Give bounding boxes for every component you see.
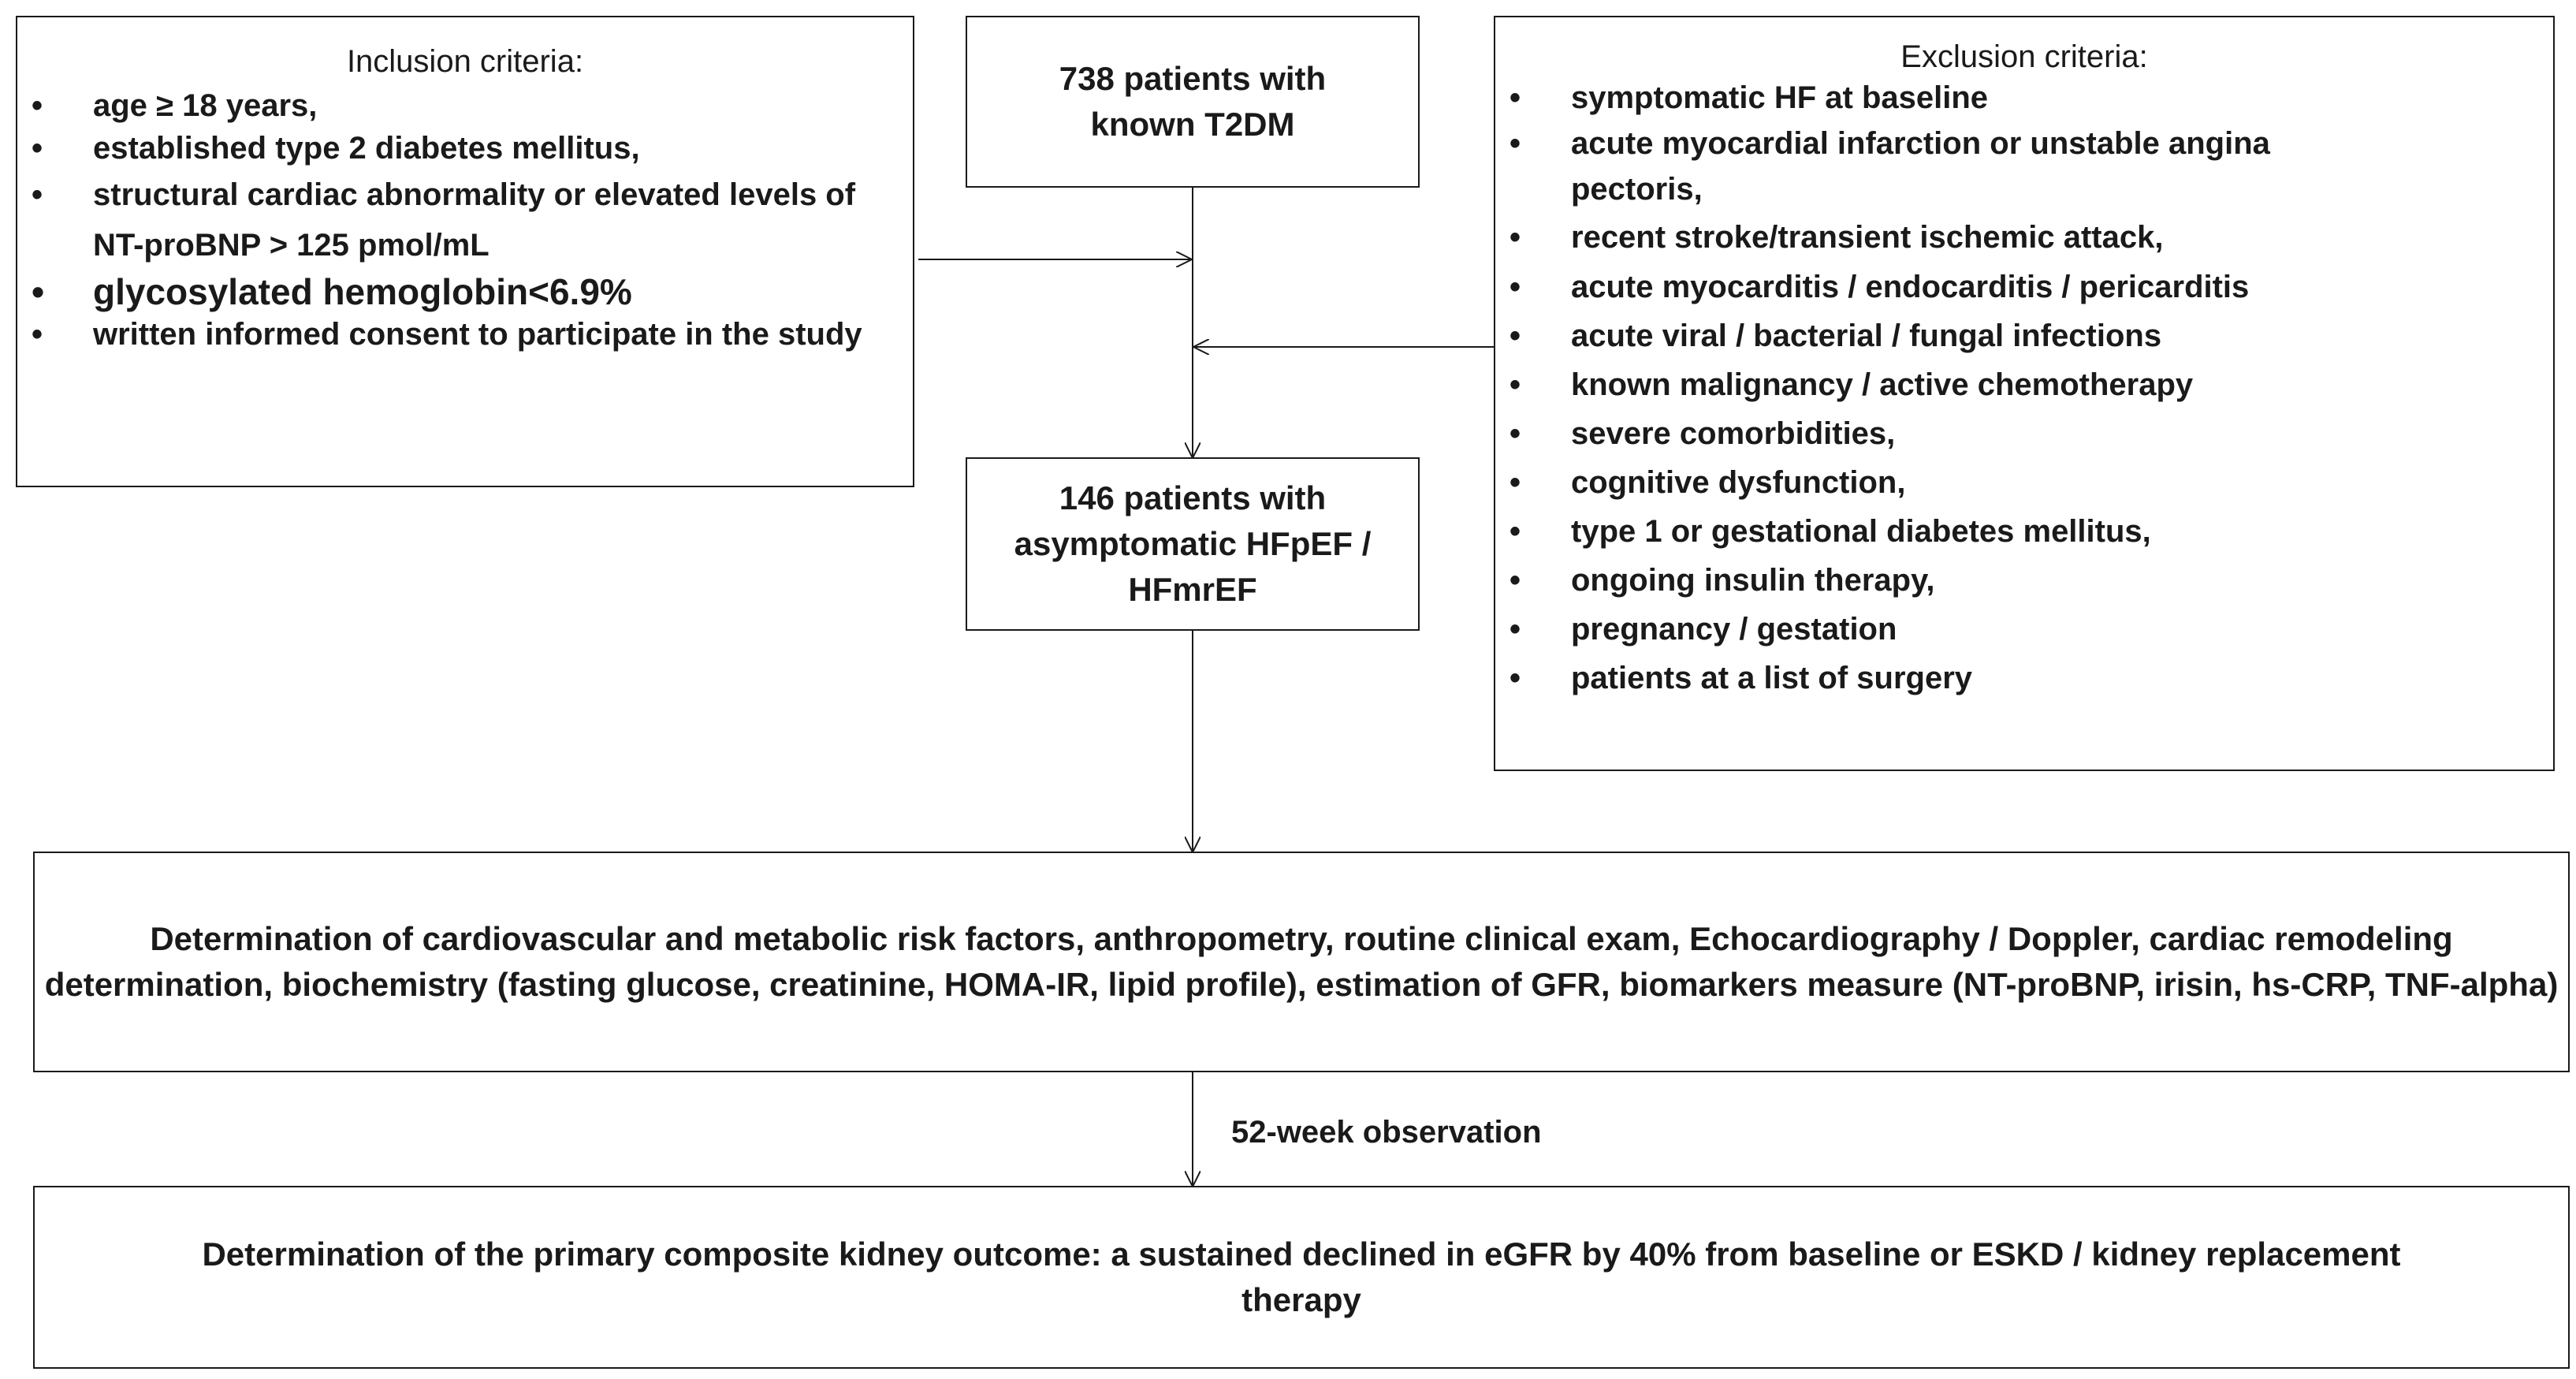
inclusion-item: •glycosylated hemoglobin<6.9% xyxy=(32,271,632,312)
exclusion-item: •acute myocarditis / endocarditis / peri… xyxy=(1509,270,2250,304)
exclusion-criteria-title: Exclusion criteria: xyxy=(1900,39,2148,74)
inclusion-item: •age ≥ 18 years, xyxy=(32,88,318,123)
exclusion-item: •ongoing insulin therapy, xyxy=(1509,563,1935,598)
inclusion-criteria-list: •age ≥ 18 years, •established type 2 dia… xyxy=(17,84,865,356)
selected-patients-text: 146 patients with asymptomatic HFpEF / H… xyxy=(1014,479,1372,608)
exclusion-item: •severe comorbidities, xyxy=(1509,416,1896,451)
exclusion-criteria-box: Exclusion criteria: •symptomatic HF at b… xyxy=(1494,16,2555,771)
inclusion-criteria-title: Inclusion criteria: xyxy=(346,44,584,79)
determination-text: Determination of cardiovascular and meta… xyxy=(44,920,2559,1003)
exclusion-item: •pregnancy / gestation xyxy=(1509,612,1897,647)
exclusion-item: •symptomatic HF at baseline xyxy=(1509,80,1989,115)
inclusion-item: •established type 2 diabetes mellitus, xyxy=(32,131,640,166)
inclusion-item: •structural cardiac abnormality or eleva… xyxy=(32,177,856,263)
exclusion-item: •patients at a list of surgery xyxy=(1509,661,1973,695)
exclusion-item: •recent stroke/transient ischemic attack… xyxy=(1509,220,2164,255)
outcome-text: Determination of the primary composite k… xyxy=(202,1236,2401,1318)
inclusion-item: •written informed consent to participate… xyxy=(32,317,862,352)
selected-patients-box: 146 patients with asymptomatic HFpEF / H… xyxy=(966,457,1420,631)
exclusion-item: •known malignancy / active chemotherapy xyxy=(1509,367,2194,402)
exclusion-item: •acute viral / bacterial / fungal infect… xyxy=(1509,319,2162,353)
start-patients-box: 738 patients with known T2DM xyxy=(966,16,1420,188)
determination-box: Determination of cardiovascular and meta… xyxy=(33,852,2570,1072)
exclusion-item: •type 1 or gestational diabetes mellitus… xyxy=(1509,514,2151,549)
exclusion-item: •acute myocardial infarction or unstable… xyxy=(1509,126,2270,207)
start-patients-text: 738 patients with known T2DM xyxy=(1059,60,1327,143)
exclusion-criteria-list: •symptomatic HF at baseline •acute myoca… xyxy=(1495,75,2380,703)
exclusion-item: •cognitive dysfunction, xyxy=(1509,465,1906,500)
outcome-box: Determination of the primary composite k… xyxy=(33,1186,2570,1369)
inclusion-criteria-box: Inclusion criteria: •age ≥ 18 years, •es… xyxy=(16,16,914,487)
observation-label: 52-week observation xyxy=(1231,1115,1542,1150)
